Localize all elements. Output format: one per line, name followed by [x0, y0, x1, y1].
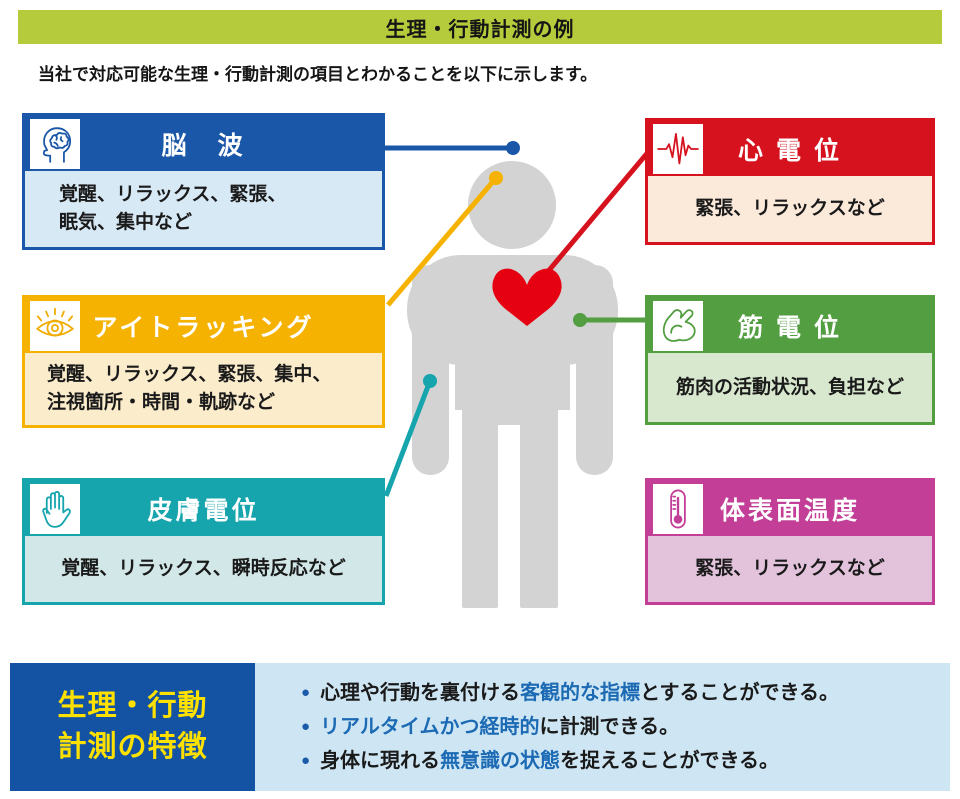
box-description: 緊張、リラックスなど: [695, 558, 885, 580]
feature-bullet: リアルタイムかつ経時的に計測できる。: [301, 710, 950, 744]
measurement-box-eye-tracking: アイトラッキング 覚醒、リラックス、緊張、集中、 注視箇所・時間・軌跡など: [22, 295, 385, 428]
box-description: 覚醒、リラックス、緊張、集中、 注視箇所・時間・軌跡など: [47, 364, 332, 413]
box-header: 皮膚電位: [25, 481, 382, 536]
box-description: 覚醒、リラックス、緊張、 眠気、集中など: [59, 184, 287, 233]
box-description: 覚醒、リラックス、瞬時反応など: [61, 558, 346, 580]
ecg-icon: [653, 124, 703, 174]
box-description: 筋肉の活動状況、負担など: [675, 376, 904, 398]
feature-bullet: 身体に現れる無意識の状態を捉えることができる。: [301, 744, 950, 778]
box-header: アイトラッキング: [25, 298, 382, 353]
figure-right-leg: [520, 410, 558, 608]
box-title: 脳 波: [161, 131, 246, 160]
measurement-box-body-temperature: 体表面温度 緊張、リラックスなど: [645, 478, 935, 605]
eye-icon: [30, 301, 80, 351]
muscle-icon: [653, 301, 703, 351]
features-title-line: 生理・行動: [57, 690, 208, 723]
page-title: 生理・行動計測の例: [18, 10, 942, 44]
human-figure: [407, 161, 618, 608]
box-header: 筋 電 位: [648, 298, 932, 353]
feature-bullet: 心理や行動を裏付ける客観的な指標とすることができる。: [301, 676, 950, 710]
measurement-box-skin-potential: 皮膚電位 覚醒、リラックス、瞬時反応など: [22, 478, 385, 605]
features-list: 心理や行動を裏付ける客観的な指標とすることができる。 リアルタイムかつ経時的に計…: [255, 676, 950, 778]
measurement-box-muscle-potential: 筋 電 位 筋肉の活動状況、負担など: [645, 295, 935, 425]
features-title-panel: 生理・行動 計測の特徴: [10, 663, 255, 791]
box-title: 体表面温度: [719, 496, 860, 525]
hand-icon: [30, 484, 80, 534]
figure-left-leg: [462, 410, 498, 608]
box-title: 皮膚電位: [147, 496, 260, 525]
figure-left-arm: [412, 265, 449, 475]
figure-torso: [455, 265, 570, 410]
box-title: 筋 電 位: [738, 313, 842, 342]
figure-right-arm: [576, 265, 613, 475]
thermometer-icon: [653, 484, 703, 534]
box-header: 脳 波: [25, 116, 382, 171]
box-header: 体表面温度: [648, 481, 932, 536]
brain-icon: [30, 119, 80, 169]
box-header: 心 電 位: [648, 121, 932, 176]
measurement-box-heart-potential: 心 電 位 緊張、リラックスなど: [645, 118, 935, 245]
box-description: 緊張、リラックスなど: [695, 198, 885, 220]
box-title: 心 電 位: [738, 136, 842, 165]
box-title: アイトラッキング: [92, 313, 315, 342]
figure-head: [468, 161, 556, 249]
features-title-line: 計測の特徴: [57, 731, 208, 763]
measurement-box-brainwave: 脳 波 覚醒、リラックス、緊張、 眠気、集中など: [22, 113, 385, 250]
features-list-panel: 心理や行動を裏付ける客観的な指標とすることができる。 リアルタイムかつ経時的に計…: [255, 663, 950, 791]
intro-text: 当社で対応可能な生理・行動計測の項目とわかることを以下に示します。: [38, 65, 598, 84]
